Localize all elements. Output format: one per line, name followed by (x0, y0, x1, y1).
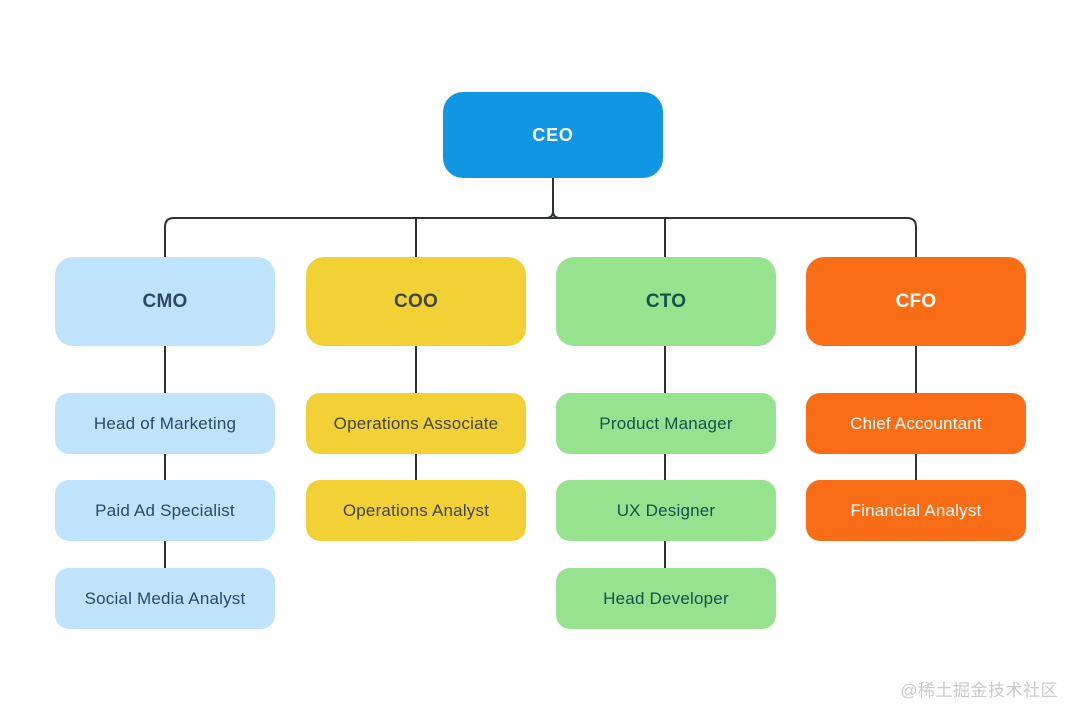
org-node-cto: CTO (556, 257, 776, 346)
org-node-operations-analyst: Operations Analyst (306, 480, 526, 541)
org-node-social-media-analyst: Social Media Analyst (55, 568, 275, 629)
connector-horizontal-rail (164, 217, 917, 257)
org-node-ux-designer: UX Designer (556, 480, 776, 541)
org-node-cfo: CFO (806, 257, 1026, 346)
org-node-ceo: CEO (443, 92, 663, 178)
org-node-product-manager: Product Manager (556, 393, 776, 454)
org-node-cmo: CMO (55, 257, 275, 346)
org-node-chief-accountant: Chief Accountant (806, 393, 1026, 454)
org-node-head-developer: Head Developer (556, 568, 776, 629)
watermark-text: @稀土掘金技术社区 (900, 681, 1058, 700)
org-node-paid-ad-specialist: Paid Ad Specialist (55, 480, 275, 541)
org-node-head-of-marketing: Head of Marketing (55, 393, 275, 454)
org-node-operations-associate: Operations Associate (306, 393, 526, 454)
org-node-financial-analyst: Financial Analyst (806, 480, 1026, 541)
connector-ceo-stem (545, 178, 561, 219)
org-node-coo: COO (306, 257, 526, 346)
